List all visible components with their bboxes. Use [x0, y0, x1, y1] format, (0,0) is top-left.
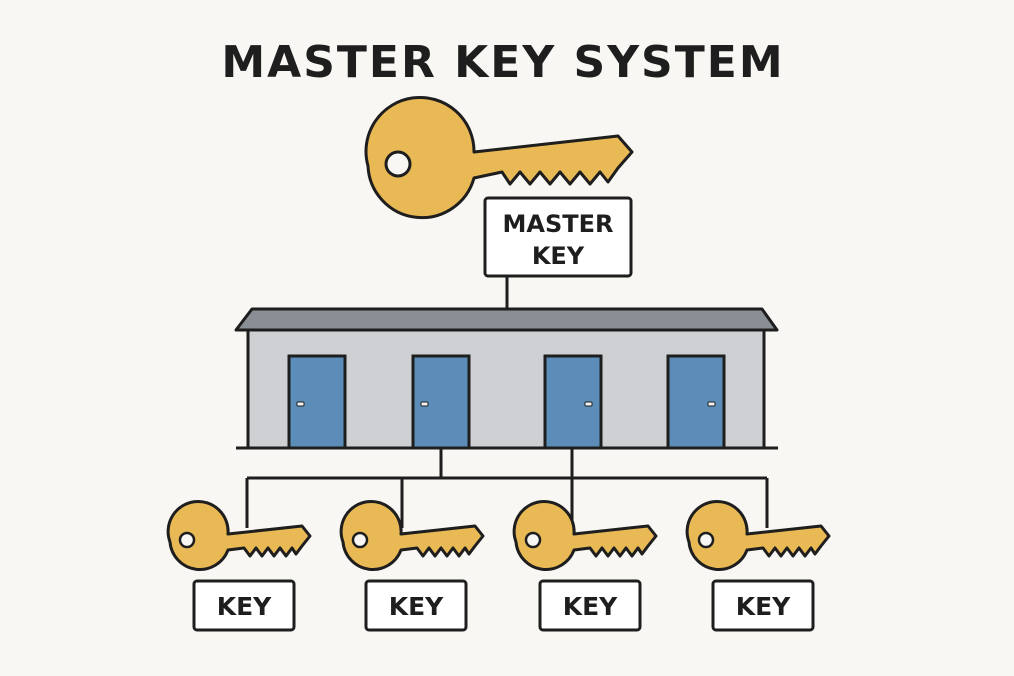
- door-2: [411, 354, 471, 450]
- key-label-4: KEY: [711, 579, 815, 632]
- key-label-text: KEY: [389, 592, 444, 621]
- master-key-label-line2: KEY: [532, 242, 585, 270]
- diagram-title: MASTER KEY SYSTEM: [221, 37, 784, 88]
- key-label-text: KEY: [736, 592, 791, 621]
- key-label-3: KEY: [538, 579, 642, 632]
- master-key-icon: [364, 95, 634, 220]
- master-key-label-line1: MASTER: [503, 210, 614, 238]
- key-label-text: KEY: [217, 592, 272, 621]
- key-label-text: KEY: [563, 592, 618, 621]
- key-icon: [166, 500, 312, 572]
- key-icon: [512, 500, 658, 572]
- door-3: [543, 354, 603, 450]
- key-label-2: KEY: [364, 579, 468, 632]
- door-1: [287, 354, 347, 450]
- key-connector-lines: [245, 448, 769, 528]
- master-key-label: MASTER KEY: [483, 196, 633, 278]
- door-4: [666, 354, 726, 450]
- building-icon: [234, 307, 779, 450]
- key-icon: [339, 500, 485, 572]
- key-icon: [685, 500, 831, 572]
- key-label-1: KEY: [192, 579, 296, 632]
